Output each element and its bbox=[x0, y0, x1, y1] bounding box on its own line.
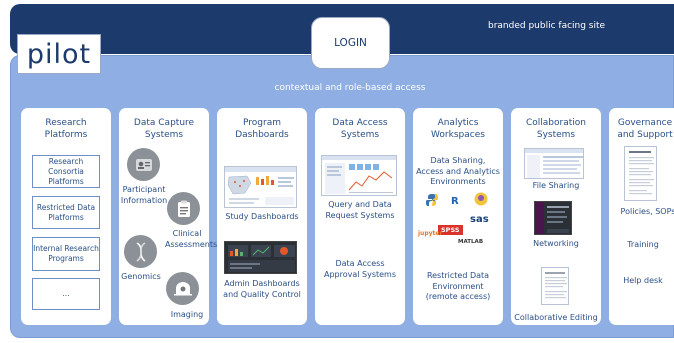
access-label: contextual and role-based access bbox=[274, 83, 426, 93]
data-capture-column: Data Capture Systems Participant Informa… bbox=[119, 108, 218, 325]
policies-label: Policies, SOPs bbox=[620, 207, 674, 216]
data-access-title: Data Access Systems bbox=[332, 118, 388, 140]
study-dashboard-thumbnail bbox=[224, 166, 297, 208]
help-desk-label: Help desk bbox=[623, 276, 663, 285]
research-platforms-title: Research Platforms bbox=[44, 118, 88, 140]
training-label: Training bbox=[627, 240, 659, 249]
policies-thumbnail bbox=[624, 146, 657, 201]
governance-column: Governance and Support Policies, SOPs Tr… bbox=[609, 108, 674, 325]
data-access-column: Data Access Systems Query and Data Reque… bbox=[315, 108, 405, 325]
study-dashboards-label: Study Dashboards bbox=[225, 212, 299, 221]
restricted-data-box[interactable]: Restricted Data Platforms bbox=[32, 196, 100, 229]
collaboration-column: Collaboration Systems File Sharing Netwo… bbox=[511, 108, 601, 325]
research-platforms-column: Research Platforms Research Consortia Pl… bbox=[21, 108, 111, 325]
file-sharing-thumbnail bbox=[524, 148, 584, 179]
query-system-thumbnail bbox=[321, 155, 397, 196]
restricted-environment-label: Restricted Data Environment (remote acce… bbox=[425, 271, 491, 301]
pilot-logo: pilot bbox=[17, 34, 101, 74]
collaborative-editing-label: Collaborative Editing bbox=[514, 313, 598, 322]
collaborative-editing-thumbnail bbox=[541, 267, 569, 305]
internal-research-box[interactable]: Internal Research Programs bbox=[32, 237, 100, 271]
participant-icon bbox=[127, 148, 160, 181]
governance-title: Governance and Support bbox=[617, 118, 673, 140]
login-button[interactable]: LOGIN bbox=[311, 17, 390, 69]
file-sharing-label: File Sharing bbox=[532, 181, 580, 190]
jupyter-logo: jupyter bbox=[418, 230, 443, 237]
clinical-icon bbox=[167, 192, 200, 225]
networking-thumbnail bbox=[534, 201, 572, 235]
r-logo: R bbox=[451, 196, 459, 207]
program-dashboards-column: Program Dashboards Study Dashboards Admi… bbox=[217, 108, 307, 325]
admin-dashboard-thumbnail bbox=[224, 241, 297, 274]
site-tagline: branded public facing site bbox=[488, 21, 606, 31]
notebook-icon bbox=[474, 192, 488, 206]
approval-systems-label: Data Access Approval Systems bbox=[323, 259, 397, 279]
admin-dashboards-label: Admin Dashboards and Quality Control bbox=[223, 279, 301, 299]
genomics-icon bbox=[124, 235, 157, 268]
spss-logo: SPSS bbox=[438, 225, 463, 235]
sas-logo: sas bbox=[470, 214, 489, 225]
analytics-column: Analytics Workspaces Data Sharing, Acces… bbox=[413, 108, 503, 325]
matlab-logo: MATLAB bbox=[458, 239, 484, 245]
more-platforms-box[interactable]: ... bbox=[32, 278, 100, 310]
imaging-label: Imaging bbox=[170, 310, 204, 319]
analytics-title: Analytics Workspaces bbox=[431, 118, 485, 140]
participant-label: Participant Information bbox=[120, 185, 168, 205]
genomics-label: Genomics bbox=[121, 272, 161, 281]
imaging-icon bbox=[166, 272, 199, 305]
python-icon bbox=[426, 194, 438, 206]
clinical-label: Clinical Assessments bbox=[165, 229, 218, 249]
query-systems-label: Query and Data Request Systems bbox=[325, 200, 395, 220]
logo-text: pilot bbox=[26, 38, 92, 70]
research-consortia-box[interactable]: Research Consortia Platforms bbox=[32, 155, 100, 188]
data-sharing-label: Data Sharing, Access and Analytics Envir… bbox=[416, 156, 500, 186]
networking-label: Networking bbox=[533, 239, 579, 248]
data-capture-title: Data Capture Systems bbox=[133, 118, 195, 140]
program-dashboards-title: Program Dashboards bbox=[235, 118, 289, 140]
collaboration-title: Collaboration Systems bbox=[526, 118, 586, 140]
